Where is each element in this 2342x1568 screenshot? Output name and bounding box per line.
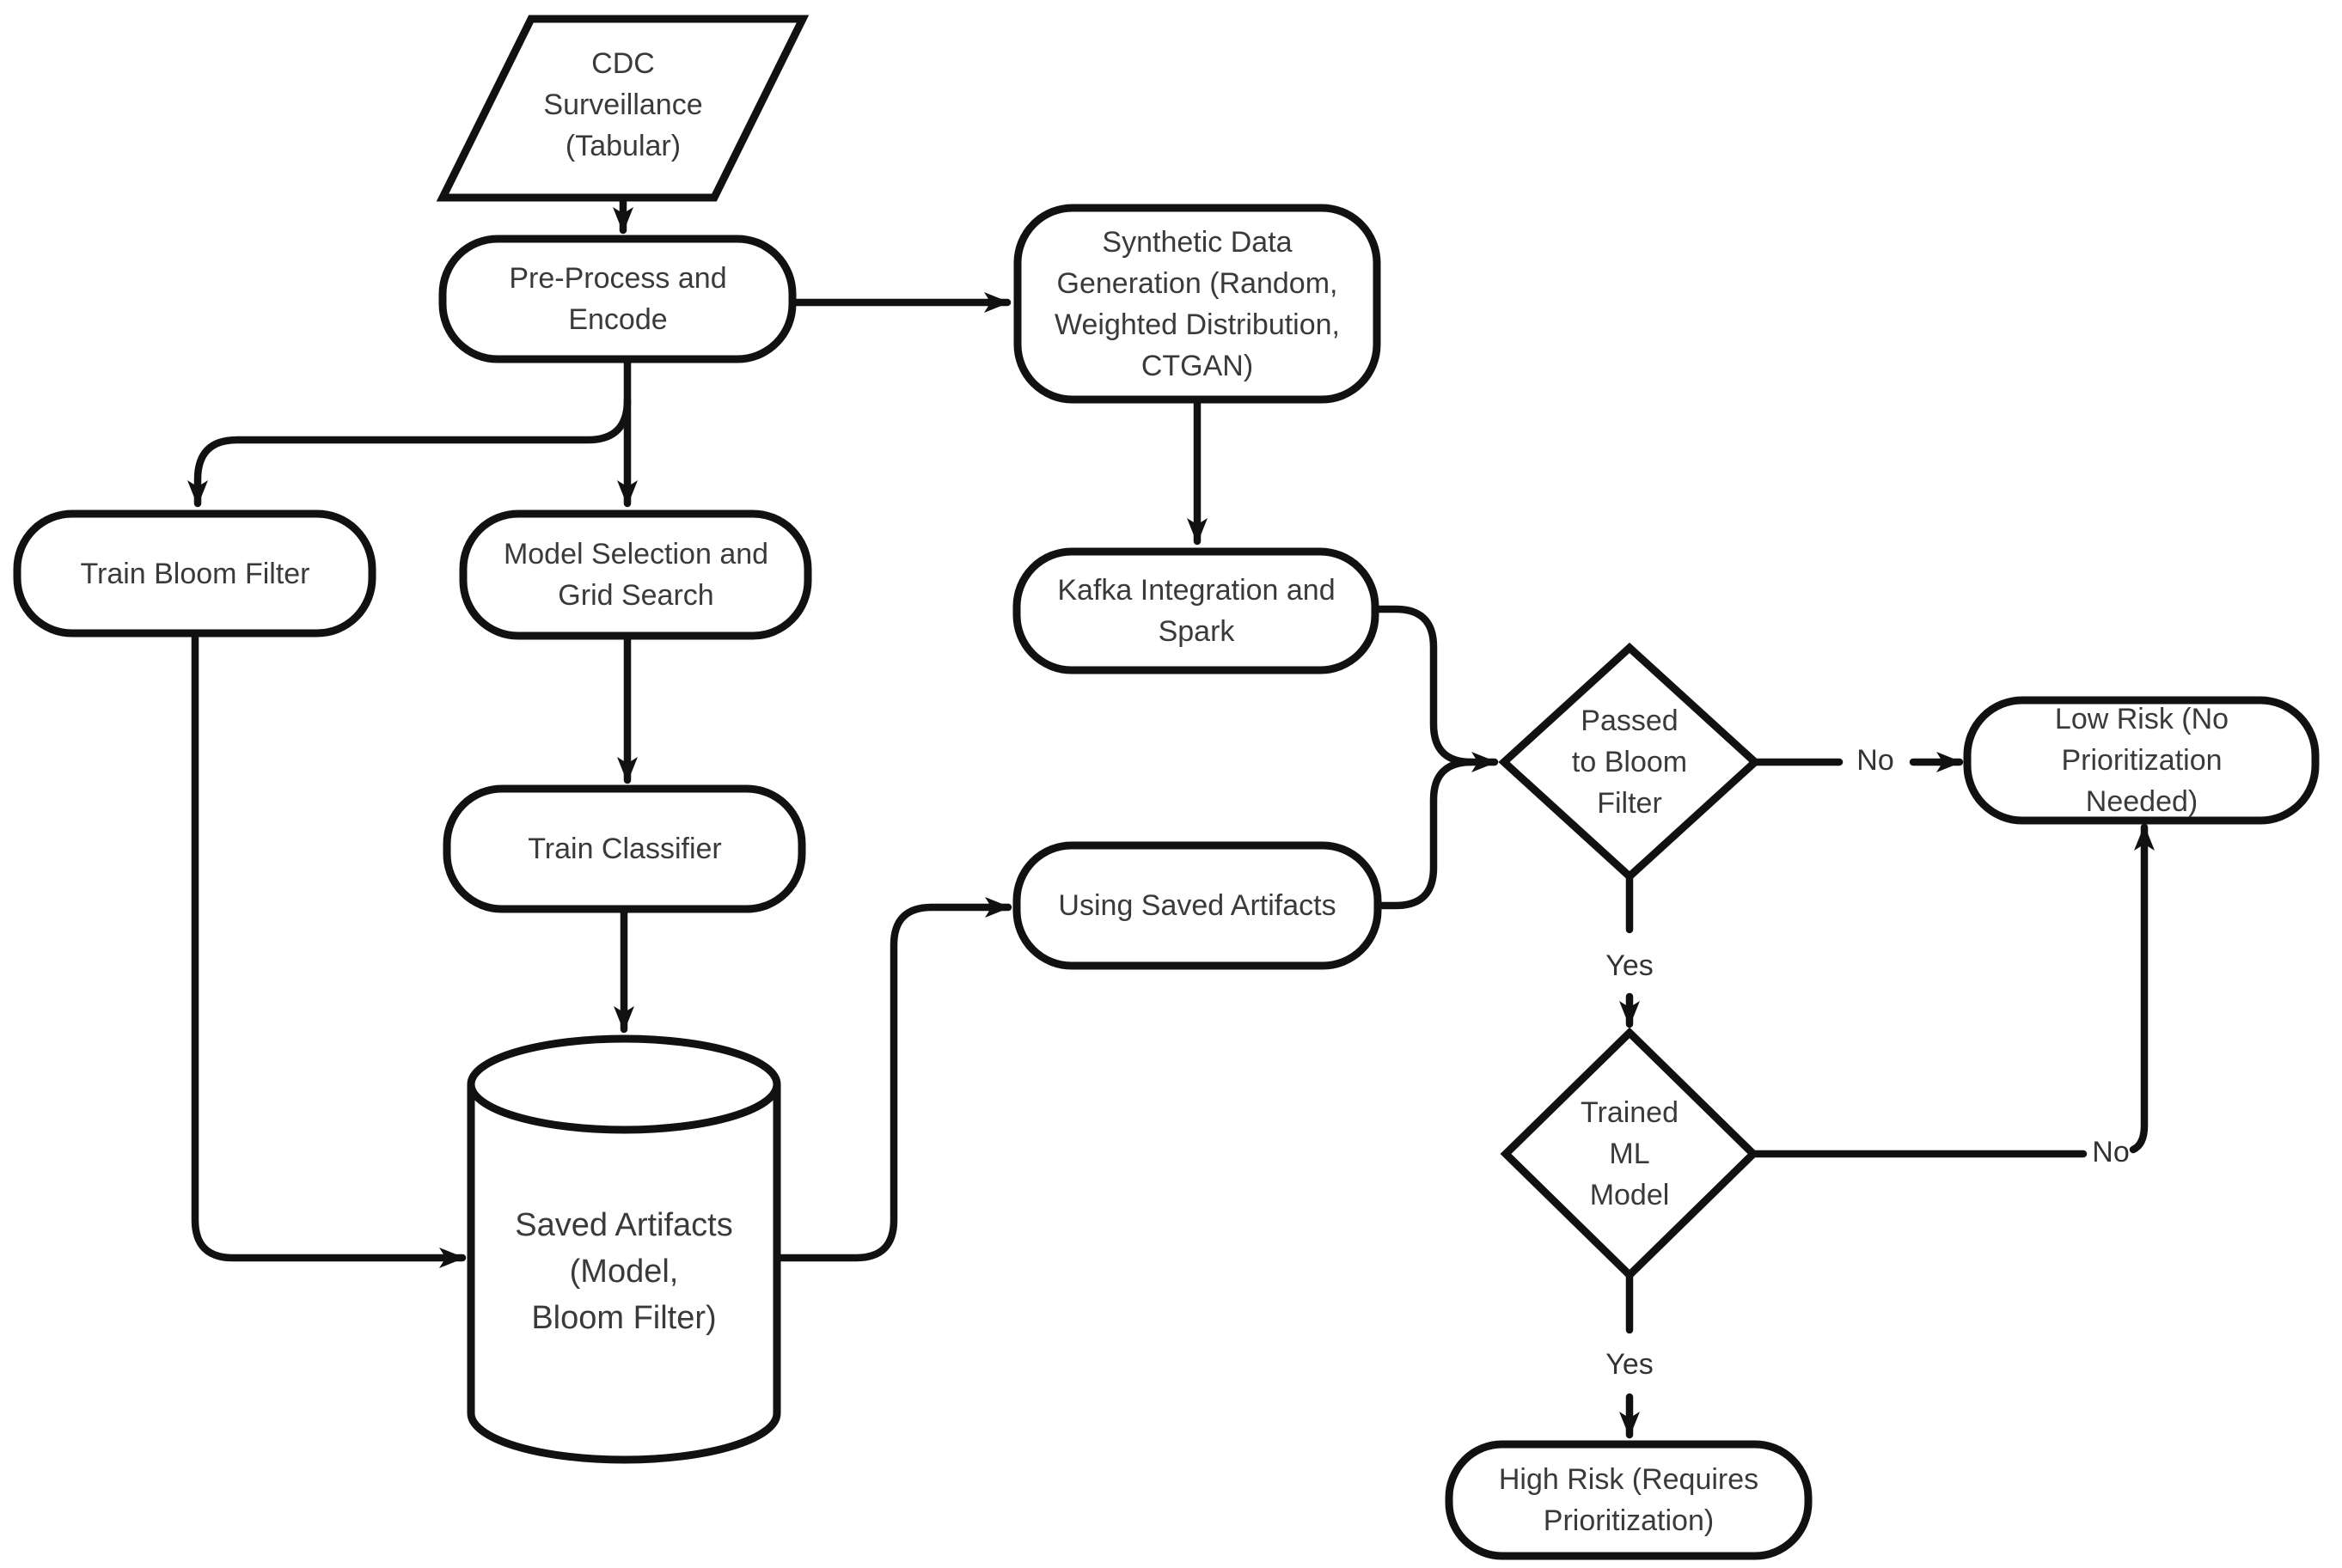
cdc-surveillance-label: CDC Surveillance (Tabular) [543, 47, 703, 162]
using-artifacts-label: Using Saved Artifacts [1058, 889, 1336, 922]
train-bloom-label: Train Bloom Filter [80, 558, 310, 590]
preprocess-shape [438, 235, 797, 363]
low-risk-label: Low Risk (No Prioritization Needed) [2054, 703, 2229, 818]
passed-bloom-diamond-shape [1498, 642, 1761, 882]
using-artifacts-shape [1012, 841, 1382, 970]
edge-label-passed-bloom-no: No [1856, 744, 1894, 777]
saved-artifacts-cylinder-body [467, 1084, 781, 1464]
model-selection-shape [459, 509, 812, 640]
passed-bloom-label: Passed to Bloom Filter [1571, 705, 1688, 820]
saved-artifacts-label: Saved Artifacts (Model, Bloom Filter) [515, 1207, 733, 1336]
kafka-spark-shape [1012, 547, 1379, 674]
edge-using-artifacts-to-passed-bloom [1373, 758, 1476, 910]
cdc-surveillance-shape [436, 15, 810, 202]
edge-kafka-to-passed-bloom [1371, 605, 1499, 772]
saved-artifacts-cylinder-top [467, 1034, 781, 1134]
high-risk-shape [1445, 1440, 1813, 1560]
model-selection-label: Model Selection and Grid Search [503, 538, 769, 612]
synthetic-data-shape [1013, 204, 1381, 404]
kafka-spark-label: Kafka Integration and Spark [1057, 574, 1336, 648]
preprocess-label: Pre-Process and Encode [509, 262, 727, 336]
edge-label-passed-bloom-yes: Yes [1605, 949, 1654, 982]
edge-label-trained-ml-yes: Yes [1605, 1348, 1654, 1381]
train-classifier-label: Train Classifier [528, 833, 722, 865]
synthetic-data-label: Synthetic Data Generation (Random, Weigh… [1055, 226, 1340, 382]
train-bloom-shape [13, 509, 376, 638]
train-classifier-shape [443, 784, 806, 913]
edge-trained-ml-no-segment2 [2129, 823, 2155, 1154]
high-risk-label: High Risk (Requires Prioritization) [1498, 1463, 1759, 1537]
trained-ml-diamond-shape [1500, 1027, 1759, 1281]
edge-preprocess-to-train-bloom [187, 396, 632, 508]
edge-label-trained-ml-no: No [2092, 1136, 2130, 1168]
edge-train-bloom-to-saved-artifacts [191, 631, 467, 1268]
trained-ml-label: Trained ML Model [1580, 1096, 1679, 1211]
low-risk-shape [1963, 696, 2320, 825]
edge-saved-artifacts-to-using-artifacts [773, 897, 1012, 1262]
